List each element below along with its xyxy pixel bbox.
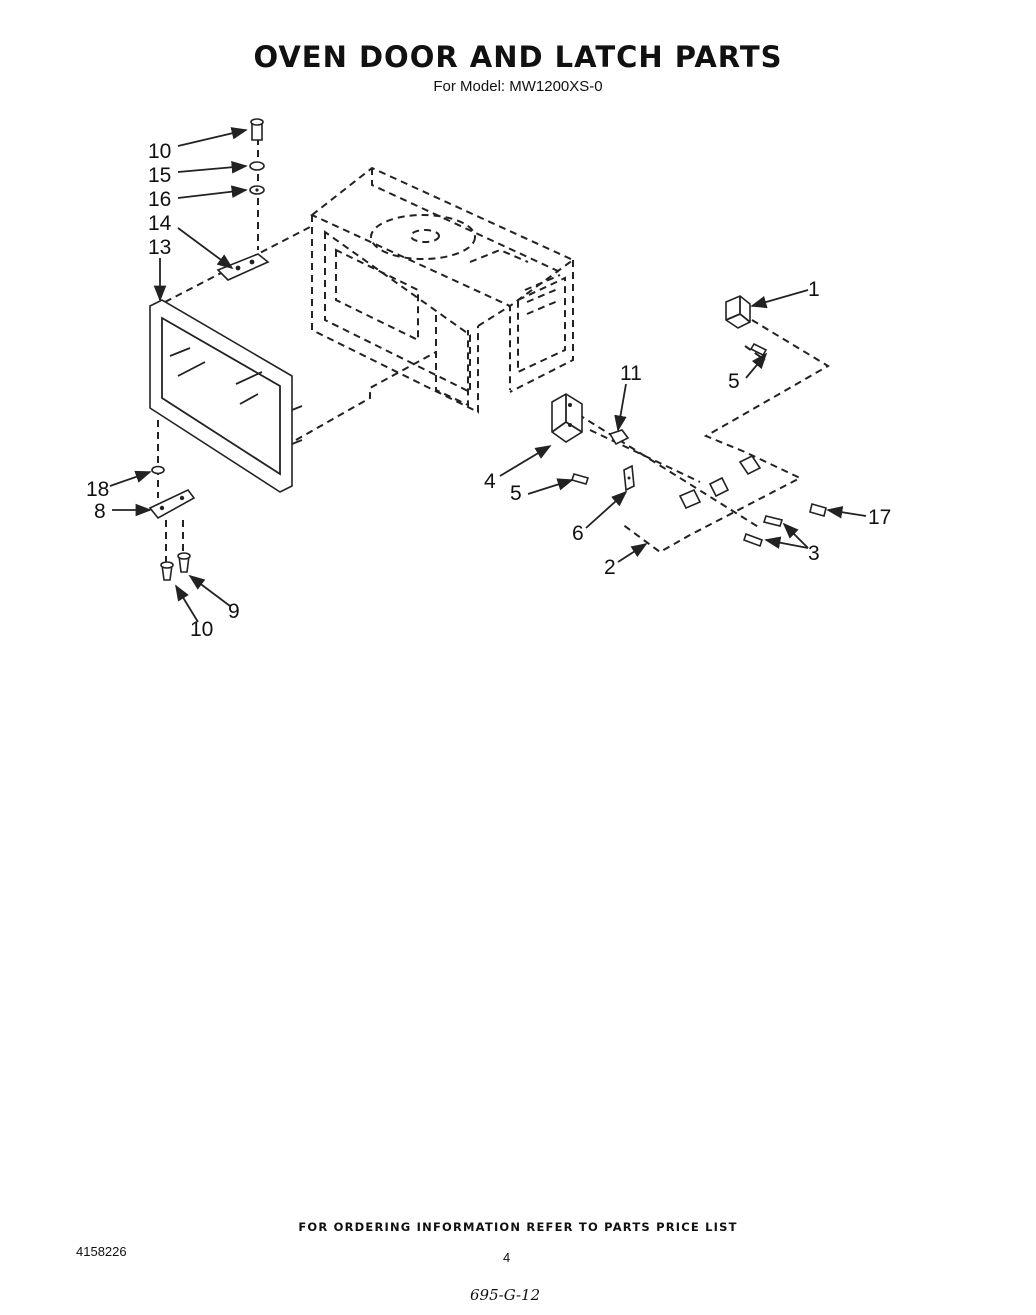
top-hinge-assembly: [216, 118, 270, 281]
latch-parts: [551, 295, 827, 548]
callout-2: 2: [604, 556, 616, 579]
callout-14: 14: [148, 212, 172, 235]
callout-1: 1: [808, 278, 820, 301]
callout-labels: 10 15 16 14 13 18 8 10 9 1 5 11 4 5 6 2 …: [86, 140, 891, 641]
callout-5-upper: 5: [728, 370, 740, 393]
callout-6: 6: [572, 522, 584, 545]
leader-arrows: [109, 127, 867, 623]
document-number: 4158226: [76, 1244, 127, 1259]
callout-16: 16: [148, 188, 171, 211]
callout-10-top: 10: [148, 140, 171, 163]
callout-9: 9: [228, 600, 240, 623]
oven-door: [149, 299, 303, 493]
page-title: OVEN DOOR AND LATCH PARTS: [253, 40, 783, 74]
oven-cabinet-outline: [310, 166, 575, 414]
callout-10-bottom: 10: [190, 618, 213, 641]
bottom-hinge-assembly: [148, 465, 196, 581]
callout-11: 11: [620, 362, 642, 385]
callout-18: 18: [86, 478, 109, 501]
model-subtitle: For Model: MW1200XS-0: [433, 78, 603, 95]
ordering-note: FOR ORDERING INFORMATION REFER TO PARTS …: [298, 1220, 738, 1234]
page-number: 4: [503, 1250, 511, 1265]
callout-15: 15: [148, 164, 171, 187]
callout-8: 8: [94, 500, 106, 523]
handwritten-note: 695-G-12: [470, 1286, 541, 1304]
callout-4: 4: [484, 470, 496, 493]
callout-13: 13: [148, 236, 171, 259]
callout-5-lower: 5: [510, 482, 522, 505]
assembly-guide-lines: [157, 138, 830, 562]
callout-3: 3: [808, 542, 820, 565]
callout-17: 17: [868, 506, 891, 529]
